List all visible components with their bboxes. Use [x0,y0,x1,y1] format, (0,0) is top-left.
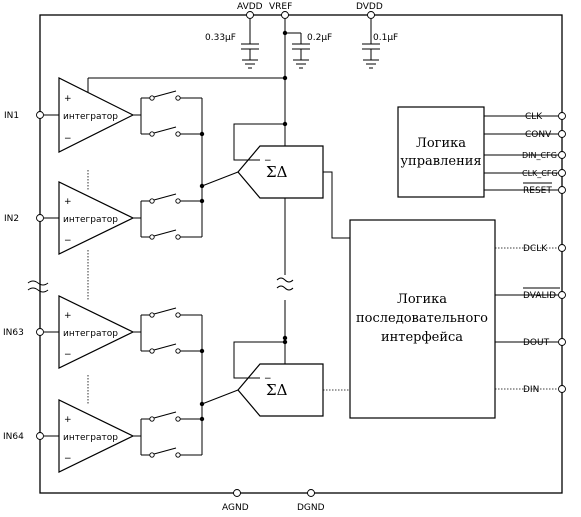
svg-text:+: + [64,94,72,104]
adc-lower-label: ΣΔ [266,381,288,399]
capacitor-dvdd: 0.1µF [362,19,398,69]
input-label-in1: IN1 [4,111,19,121]
break-mark-left-2 [27,287,49,293]
dgnd-pin: DGND [297,489,325,513]
input-label-in63: IN63 [3,328,24,338]
dvdd-label: DVDD [356,2,383,12]
pin-dout: DOUT [523,338,550,348]
serial-pins: DCLK DVALID DOUT DIN [495,244,566,395]
avdd-pin: AVDD [237,2,263,19]
break-mark-bus-1 [276,277,294,283]
agnd-label: AGND [222,503,249,513]
input-label-in2: IN2 [4,214,19,224]
c-vref-label: 0.2µF [307,33,332,43]
sigma-delta-upper: ΣΔ − [201,121,350,239]
agnd-pin: AGND [222,489,249,513]
pin-clk-cfg: CLK_CFG [522,169,558,178]
c-dvdd-label: 0.1µF [373,33,398,43]
channel-2: IN2 + − интегратор [4,181,205,255]
channel-63: IN63 + − интегратор [3,295,205,404]
svg-text:−: − [64,236,72,246]
integrator-63 [58,295,135,369]
break-mark-bus-2 [276,285,294,291]
capacitor-vref: 0.2µF [282,19,332,110]
svg-text:+: + [64,415,72,425]
serial-line3: интерфейса [381,330,463,345]
channel-64: IN64 + − интегратор [3,399,205,473]
integrator-2-label: интегратор [63,215,118,225]
input-label-in64: IN64 [3,432,24,442]
integrator-64-label: интегратор [63,433,118,443]
control-pins: CLK CONV DIN_CFG CLK_CFG RESET [484,112,566,196]
pin-conv: CONV [525,130,552,140]
svg-text:+: + [64,311,72,321]
serial-interface-block: Логика последовательного интерфейса [349,219,496,419]
svg-text:−: − [64,454,72,464]
integrator-63-label: интегратор [63,329,118,339]
break-mark-left-1 [27,280,49,286]
vref-pin: VREF [269,2,292,19]
integrator-2 [58,181,135,255]
integrator-64 [58,399,135,473]
vref-label: VREF [269,2,292,12]
c-avdd-label: 0.33µF [205,33,236,43]
integrator-1-label: интегратор [63,112,118,122]
channel-1: IN1 + − интегратор [4,77,205,186]
svg-text:−: − [264,156,272,166]
pin-dvalid: DVALID [523,291,556,301]
pin-clk: CLK [525,112,543,122]
dvdd-pin: DVDD [356,2,383,19]
svg-text:−: − [264,374,272,384]
svg-text:−: − [64,134,72,144]
capacitor-avdd: 0.33µF [205,19,259,69]
serial-line1: Логика [397,292,447,307]
integrator-1 [58,77,135,153]
sigma-delta-lower: ΣΔ − [201,339,350,417]
pin-din: DIN [523,385,539,395]
adc-upper-label: ΣΔ [266,163,288,181]
pin-din-cfg: DIN_CFG [522,151,557,160]
avdd-label: AVDD [237,2,263,12]
control-logic-block: Логика управления [397,106,485,198]
control-logic-line2: управления [400,154,481,169]
svg-text:−: − [64,350,72,360]
serial-line2: последовательного [356,311,488,326]
dgnd-label: DGND [297,503,325,513]
svg-text:+: + [64,197,72,207]
chip-outline [39,14,563,494]
pin-dclk: DCLK [523,244,548,254]
control-logic-line1: Логика [416,136,466,151]
pin-reset: RESET [523,186,552,196]
